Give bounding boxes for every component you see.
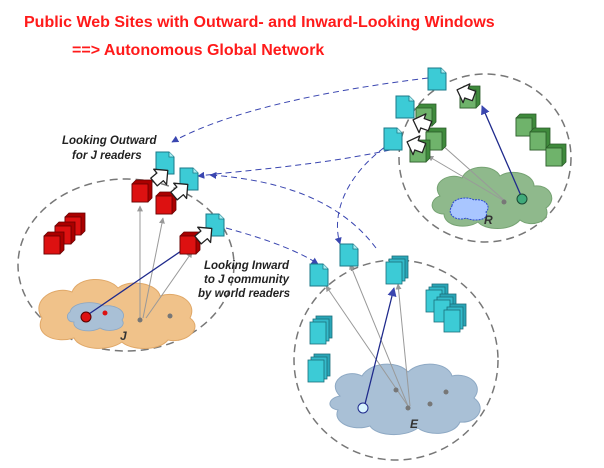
community-j-node-primary (80, 311, 92, 323)
community-r-node-primary (516, 193, 528, 205)
community-e-node-primary (357, 402, 369, 414)
community-r-label: R (484, 213, 493, 227)
community-r-boundary (398, 73, 572, 243)
inter-community-links (171, 77, 429, 265)
inward-label-line1: Looking Inward (204, 260, 290, 272)
community-e-node (393, 387, 399, 393)
community-j-cloud (38, 279, 196, 349)
community-e-label: E (410, 417, 419, 431)
community-e-node (443, 389, 449, 395)
community-r-cloud (431, 166, 553, 229)
community-j-label: J (120, 329, 127, 343)
diagram-subtitle: ==> Autonomous Global Network (72, 42, 325, 59)
local-links (137, 135, 507, 407)
community-e-node (427, 401, 433, 407)
inward-label-line3: by world readers (198, 288, 290, 300)
diagram-title: Public Web Sites with Outward- and Inwar… (24, 14, 495, 31)
community-r-node (501, 199, 507, 205)
community-e-sites (307, 255, 467, 383)
inward-label-line2: to J community (204, 274, 290, 286)
community-j-node (137, 317, 143, 323)
community-r-sites (409, 85, 567, 167)
community-j-node (167, 313, 173, 319)
solid-links (85, 105, 523, 409)
outward-label-line1: Looking Outward (62, 135, 158, 147)
outward-label-line2: for J readers (72, 150, 142, 162)
community-j-boundary (17, 178, 235, 352)
community-j-node (102, 310, 108, 316)
community-e-node (405, 405, 411, 411)
